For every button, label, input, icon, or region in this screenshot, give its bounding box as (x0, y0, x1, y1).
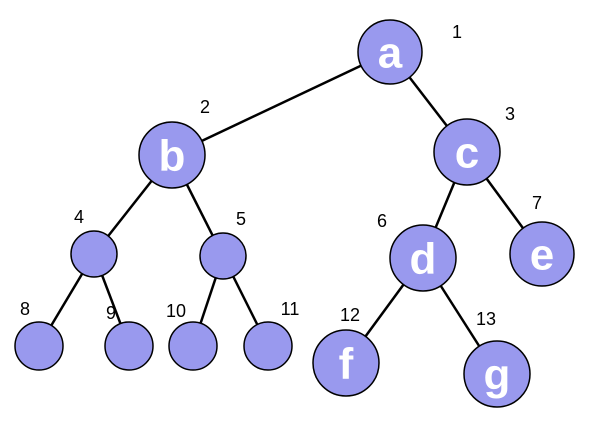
node-letter-a: a (378, 29, 403, 78)
node-number-f: 12 (340, 305, 360, 325)
node-letter-g: g (484, 351, 511, 400)
tree-node-n5 (199, 232, 247, 280)
node-circle-d (389, 224, 457, 292)
node-circle-n9 (104, 321, 154, 371)
tree-node-n8 (14, 321, 64, 371)
tree-node-d: d (389, 224, 457, 292)
node-circle-n5 (199, 232, 247, 280)
node-circle-c (433, 118, 501, 186)
node-number-n9: 9 (106, 303, 116, 323)
node-number-b: 2 (200, 97, 210, 117)
node-circle-n4 (70, 230, 118, 278)
node-number-d: 6 (377, 211, 387, 231)
node-number-n10: 10 (166, 301, 186, 321)
tree-node-f: f (312, 329, 380, 397)
node-circle-n11 (243, 321, 293, 371)
node-number-n8: 8 (20, 299, 30, 319)
tree-node-b: b (138, 121, 206, 189)
node-letter-d: d (410, 235, 437, 284)
tree-node-a: a (357, 19, 423, 85)
node-number-c: 3 (505, 104, 515, 124)
node-circle-n8 (14, 321, 64, 371)
edge-a-b (171, 50, 391, 157)
tree-node-g: g (463, 340, 531, 408)
node-number-e: 7 (532, 193, 542, 213)
node-circle-e (509, 221, 575, 287)
node-letter-f: f (339, 340, 354, 389)
node-number-n4: 4 (74, 207, 84, 227)
node-number-g: 13 (476, 309, 496, 329)
node-number-a: 1 (452, 22, 462, 42)
node-letter-e: e (530, 231, 554, 280)
node-circle-f (312, 329, 380, 397)
node-number-n11: 11 (281, 299, 300, 319)
tree-node-n9 (104, 321, 154, 371)
node-circle-g (463, 340, 531, 408)
tree-node-n10 (168, 321, 218, 371)
node-letter-b: b (159, 132, 186, 181)
node-circle-a (357, 19, 423, 85)
node-number-n5: 5 (236, 209, 246, 229)
node-circle-b (138, 121, 206, 189)
node-letter-c: c (455, 129, 479, 178)
node-circle-n10 (168, 321, 218, 371)
tree-node-n11 (243, 321, 293, 371)
tree-node-e: e (509, 221, 575, 287)
tree-node-c: c (433, 118, 501, 186)
tree-node-n4 (70, 230, 118, 278)
